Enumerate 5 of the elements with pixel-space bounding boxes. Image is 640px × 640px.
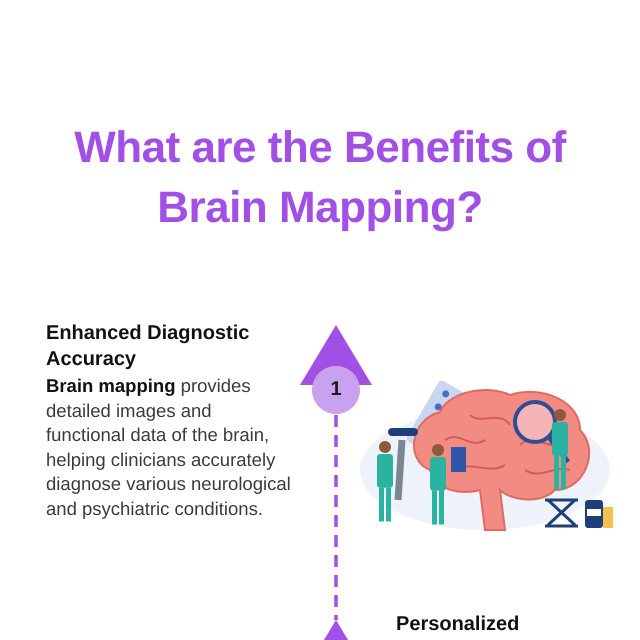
- description-text: Brain mapping provides detailed images and functional data of the brain, helping clinicians accurately diagnose various neurological and psychiatric conditions.: [46, 374, 291, 521]
- dashed-connector: [334, 415, 338, 620]
- section-heading: Enhanced Diagnostic Accuracy: [46, 321, 250, 372]
- title: What are the Benefits of Brain Mapping?: [73, 122, 568, 234]
- section-heading: Personalized: [396, 612, 520, 636]
